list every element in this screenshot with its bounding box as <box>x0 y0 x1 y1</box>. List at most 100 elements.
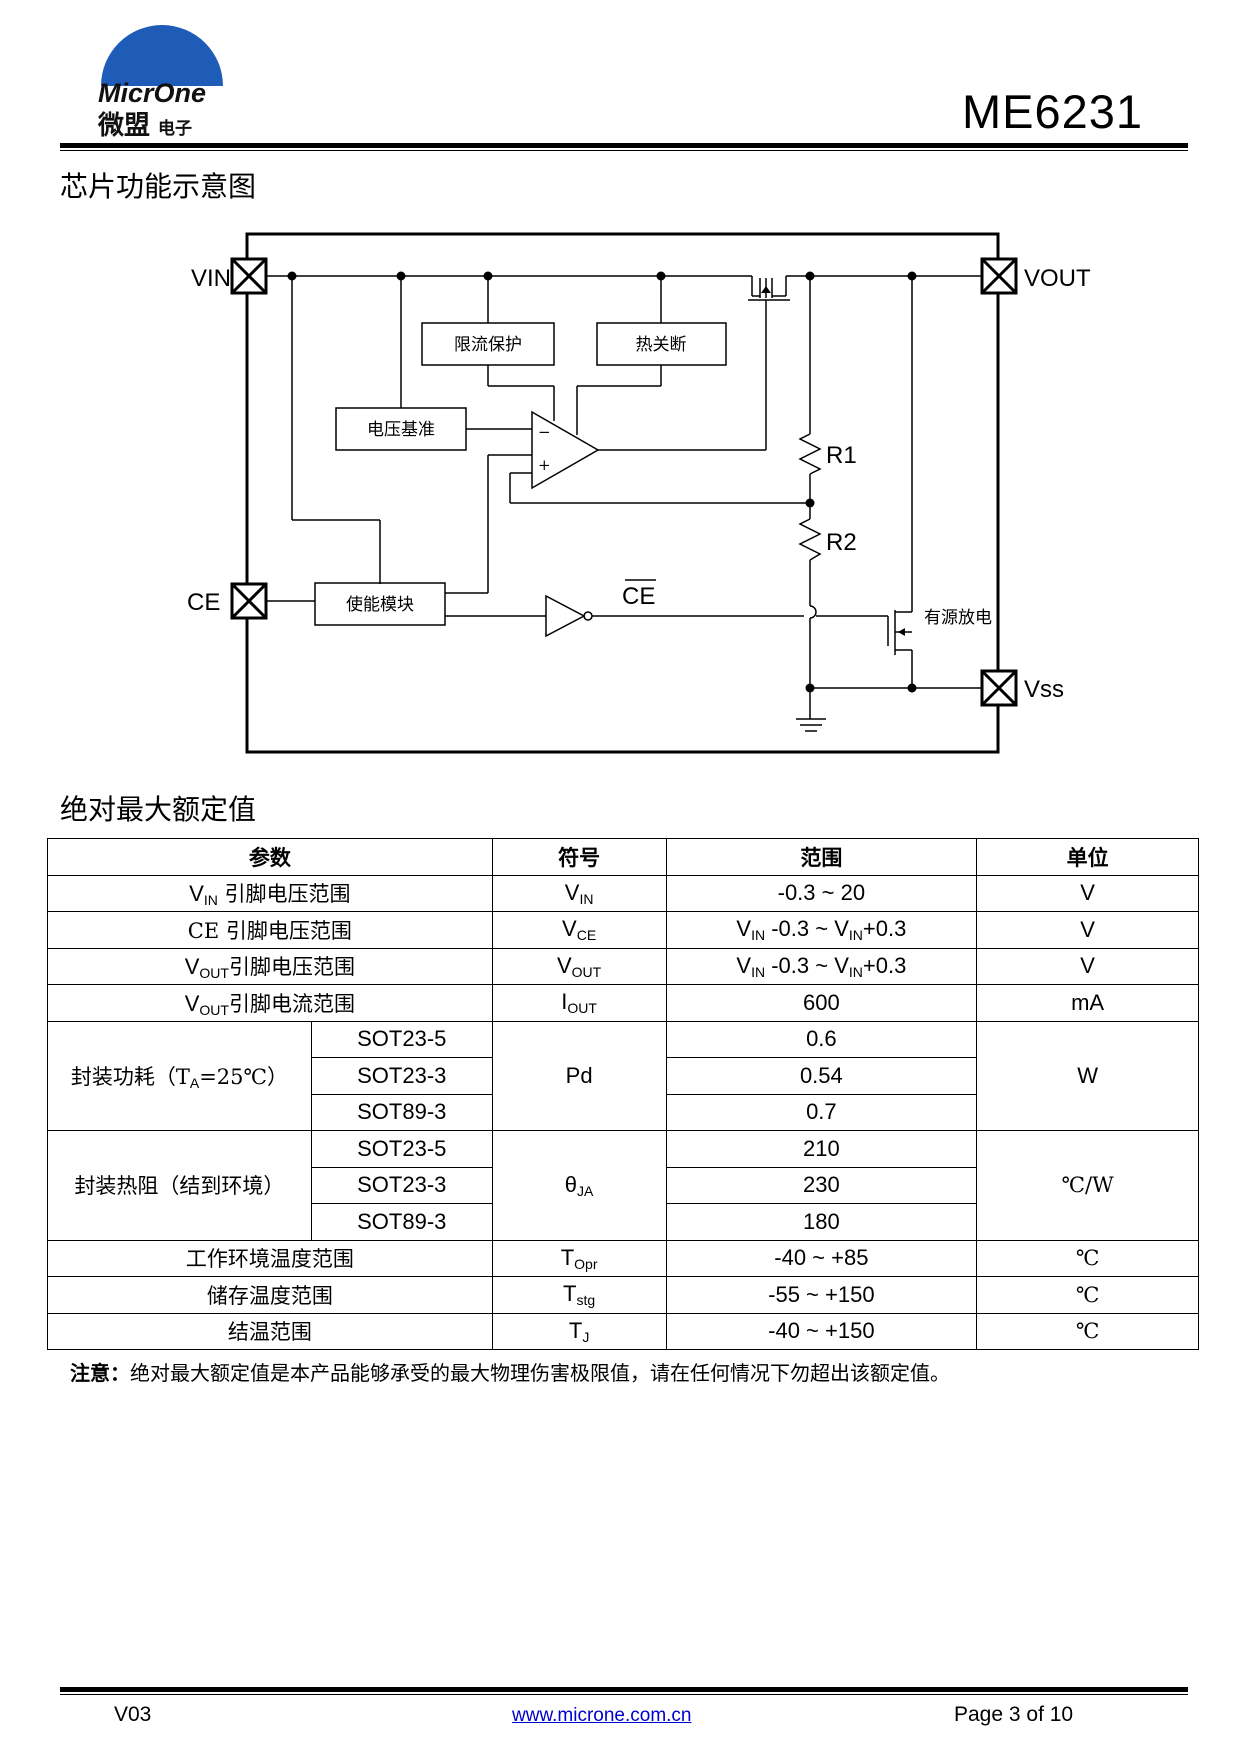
unit-cell: ℃ <box>976 1239 1199 1277</box>
symbol-cell: θJA <box>491 1130 667 1241</box>
range-cell: -55 ~ +150 <box>665 1276 978 1314</box>
vin-pin-label: VIN <box>191 265 231 292</box>
table-row: 封装功耗（TA=25℃） SOT23-5 Pd 0.6 W <box>47 1020 1199 1131</box>
company-logo: MicrOne 微盟 电子 <box>96 22 236 142</box>
table-row: SOT89-3 0.7 <box>48 1093 1199 1131</box>
table-row: 封装热阻（结到环境） SOT23-5 θJA 210 ℃/W <box>47 1130 1199 1241</box>
table-row: SOT23-3 230 <box>48 1166 1199 1204</box>
table-row: VOUT引脚电压范围 VOUT VIN -0.3 ~ VIN+0.3 V <box>47 947 1199 985</box>
opamp-plus-label: + <box>538 456 551 474</box>
symbol-cell: VOUT <box>491 947 667 985</box>
error-amplifier <box>531 410 600 490</box>
range-cell: 180 <box>665 1203 978 1241</box>
param-cell: VOUT引脚电压范围 <box>47 947 493 985</box>
range-cell: VIN -0.3 ~ VIN+0.3 <box>665 911 978 949</box>
symbol-cell: Pd <box>491 1020 667 1131</box>
vout-pin-marker <box>980 257 1018 295</box>
current-limit-label: 限流保护 <box>454 335 522 355</box>
param-cell: 封装热阻（结到环境） <box>47 1130 312 1241</box>
chip-outline <box>245 232 1000 754</box>
unit-cell: mA <box>976 984 1199 1022</box>
param-cell: 储存温度范围 <box>47 1276 493 1314</box>
diagram-section-title: 芯片功能示意图 <box>60 170 257 203</box>
symbol-cell: VCE <box>491 911 667 949</box>
ce-pin-marker <box>230 582 268 620</box>
range-cell: 0.54 <box>665 1057 978 1095</box>
table-row: 结温范围 TJ -40 ~ +150 ℃ <box>47 1312 1199 1350</box>
package-cell: SOT23-5 <box>310 1020 493 1058</box>
unit-cell: W <box>976 1020 1199 1131</box>
param-cell: 结温范围 <box>47 1312 493 1350</box>
ratings-note: 注意：绝对最大额定值是本产品能够承受的最大物理伤害极限值，请在任何情况下勿超出该… <box>70 1357 950 1386</box>
r2-label: R2 <box>826 529 857 556</box>
logo-text-cn: 微盟 <box>97 110 150 141</box>
ce-inverter <box>545 594 586 638</box>
unit-cell: V <box>976 874 1199 912</box>
r1-label: R1 <box>826 442 857 469</box>
functional-block-diagram: VIN VOUT CE Vss R1 R2 CE 限流保护 热关断 电压基准 使… <box>187 232 1091 754</box>
header-unit: 单位 <box>976 838 1199 876</box>
header-range: 范围 <box>665 838 978 876</box>
unit-cell: V <box>976 911 1199 949</box>
param-cell: VIN 引脚电压范围 <box>47 874 493 912</box>
unit-cell: V <box>976 947 1199 985</box>
table-row: CE 引脚电压范围 VCE VIN -0.3 ~ VIN+0.3 V <box>47 911 1199 949</box>
vout-pin-label: VOUT <box>1024 265 1091 292</box>
footer-page-number: Page 3 of 10 <box>954 1703 1074 1726</box>
footer-website-link[interactable]: www.microne.com.cn <box>512 1705 692 1726</box>
table-row: 储存温度范围 Tstg -55 ~ +150 ℃ <box>47 1276 1199 1314</box>
range-cell: 210 <box>665 1130 978 1168</box>
ratings-table: 参数 符号 范围 单位 VIN 引脚电压范围 VIN -0.3 ~ 20 V C… <box>47 838 1199 1350</box>
enable-module-block <box>314 582 446 626</box>
note-label: 注意： <box>70 1361 130 1385</box>
vss-pin-label: Vss <box>1024 676 1064 703</box>
table-header-row: 参数 符号 范围 单位 <box>47 838 1199 876</box>
note-text: 绝对最大额定值是本产品能够承受的最大物理伤害极限值，请在任何情况下勿超出该额定值… <box>130 1361 950 1385</box>
enable-module-label: 使能模块 <box>346 594 414 615</box>
header-rule-thick <box>60 143 1188 148</box>
junction-dots <box>287 271 917 693</box>
symbol-cell: IOUT <box>491 984 667 1022</box>
footer-rule-thin <box>60 1694 1188 1695</box>
doc-title: ME6231 <box>961 85 1143 138</box>
voltage-ref-label: 电压基准 <box>367 420 435 440</box>
table-row: SOT89-3 180 <box>48 1203 1199 1241</box>
unit-cell: ℃ <box>976 1312 1199 1350</box>
symbol-cell: TJ <box>491 1312 667 1350</box>
logo-text-cn-small: 电子 <box>158 118 192 139</box>
footer-version: V03 <box>114 1703 152 1726</box>
ce-pin-label: CE <box>187 589 220 616</box>
package-cell: SOT23-3 <box>310 1166 493 1204</box>
table-row: 工作环境温度范围 TOpr -40 ~ +85 ℃ <box>47 1239 1199 1277</box>
param-cell: 工作环境温度范围 <box>47 1239 493 1277</box>
range-cell: -40 ~ +85 <box>665 1239 978 1277</box>
vss-pin-marker <box>980 669 1018 707</box>
footer-rule-thick <box>60 1687 1188 1692</box>
header-rule-thin <box>60 150 1188 151</box>
ratings-section-title: 绝对最大额定值 <box>60 793 257 826</box>
param-cell: CE 引脚电压范围 <box>47 911 493 949</box>
table-row: VIN 引脚电压范围 VIN -0.3 ~ 20 V <box>47 874 1199 912</box>
package-cell: SOT23-3 <box>310 1057 493 1095</box>
unit-cell: ℃ <box>976 1276 1199 1314</box>
ce-bar-label: CE <box>622 583 655 610</box>
range-cell: VIN -0.3 ~ VIN+0.3 <box>665 947 978 985</box>
param-cell: VOUT引脚电流范围 <box>47 984 493 1022</box>
table-row: VOUT引脚电流范围 IOUT 600 mA <box>47 984 1199 1022</box>
package-cell: SOT89-3 <box>310 1203 493 1241</box>
thermal-shutdown-label: 热关断 <box>636 335 687 355</box>
range-cell: 230 <box>665 1166 978 1204</box>
package-cell: SOT89-3 <box>310 1093 493 1131</box>
range-cell: 600 <box>665 984 978 1022</box>
logo-text-en: MicrOne <box>98 78 206 108</box>
package-cell: SOT23-5 <box>310 1130 493 1168</box>
vin-pin-marker <box>230 257 268 295</box>
range-cell: 0.7 <box>665 1093 978 1131</box>
symbol-cell: VIN <box>491 874 667 912</box>
opamp-minus-label: − <box>538 423 551 441</box>
unit-cell: ℃/W <box>976 1130 1199 1241</box>
header-symbol: 符号 <box>491 838 667 876</box>
active-discharge-label: 有源放电 <box>924 608 992 628</box>
param-cell: 封装功耗（TA=25℃） <box>47 1020 312 1131</box>
header-param: 参数 <box>47 838 493 876</box>
